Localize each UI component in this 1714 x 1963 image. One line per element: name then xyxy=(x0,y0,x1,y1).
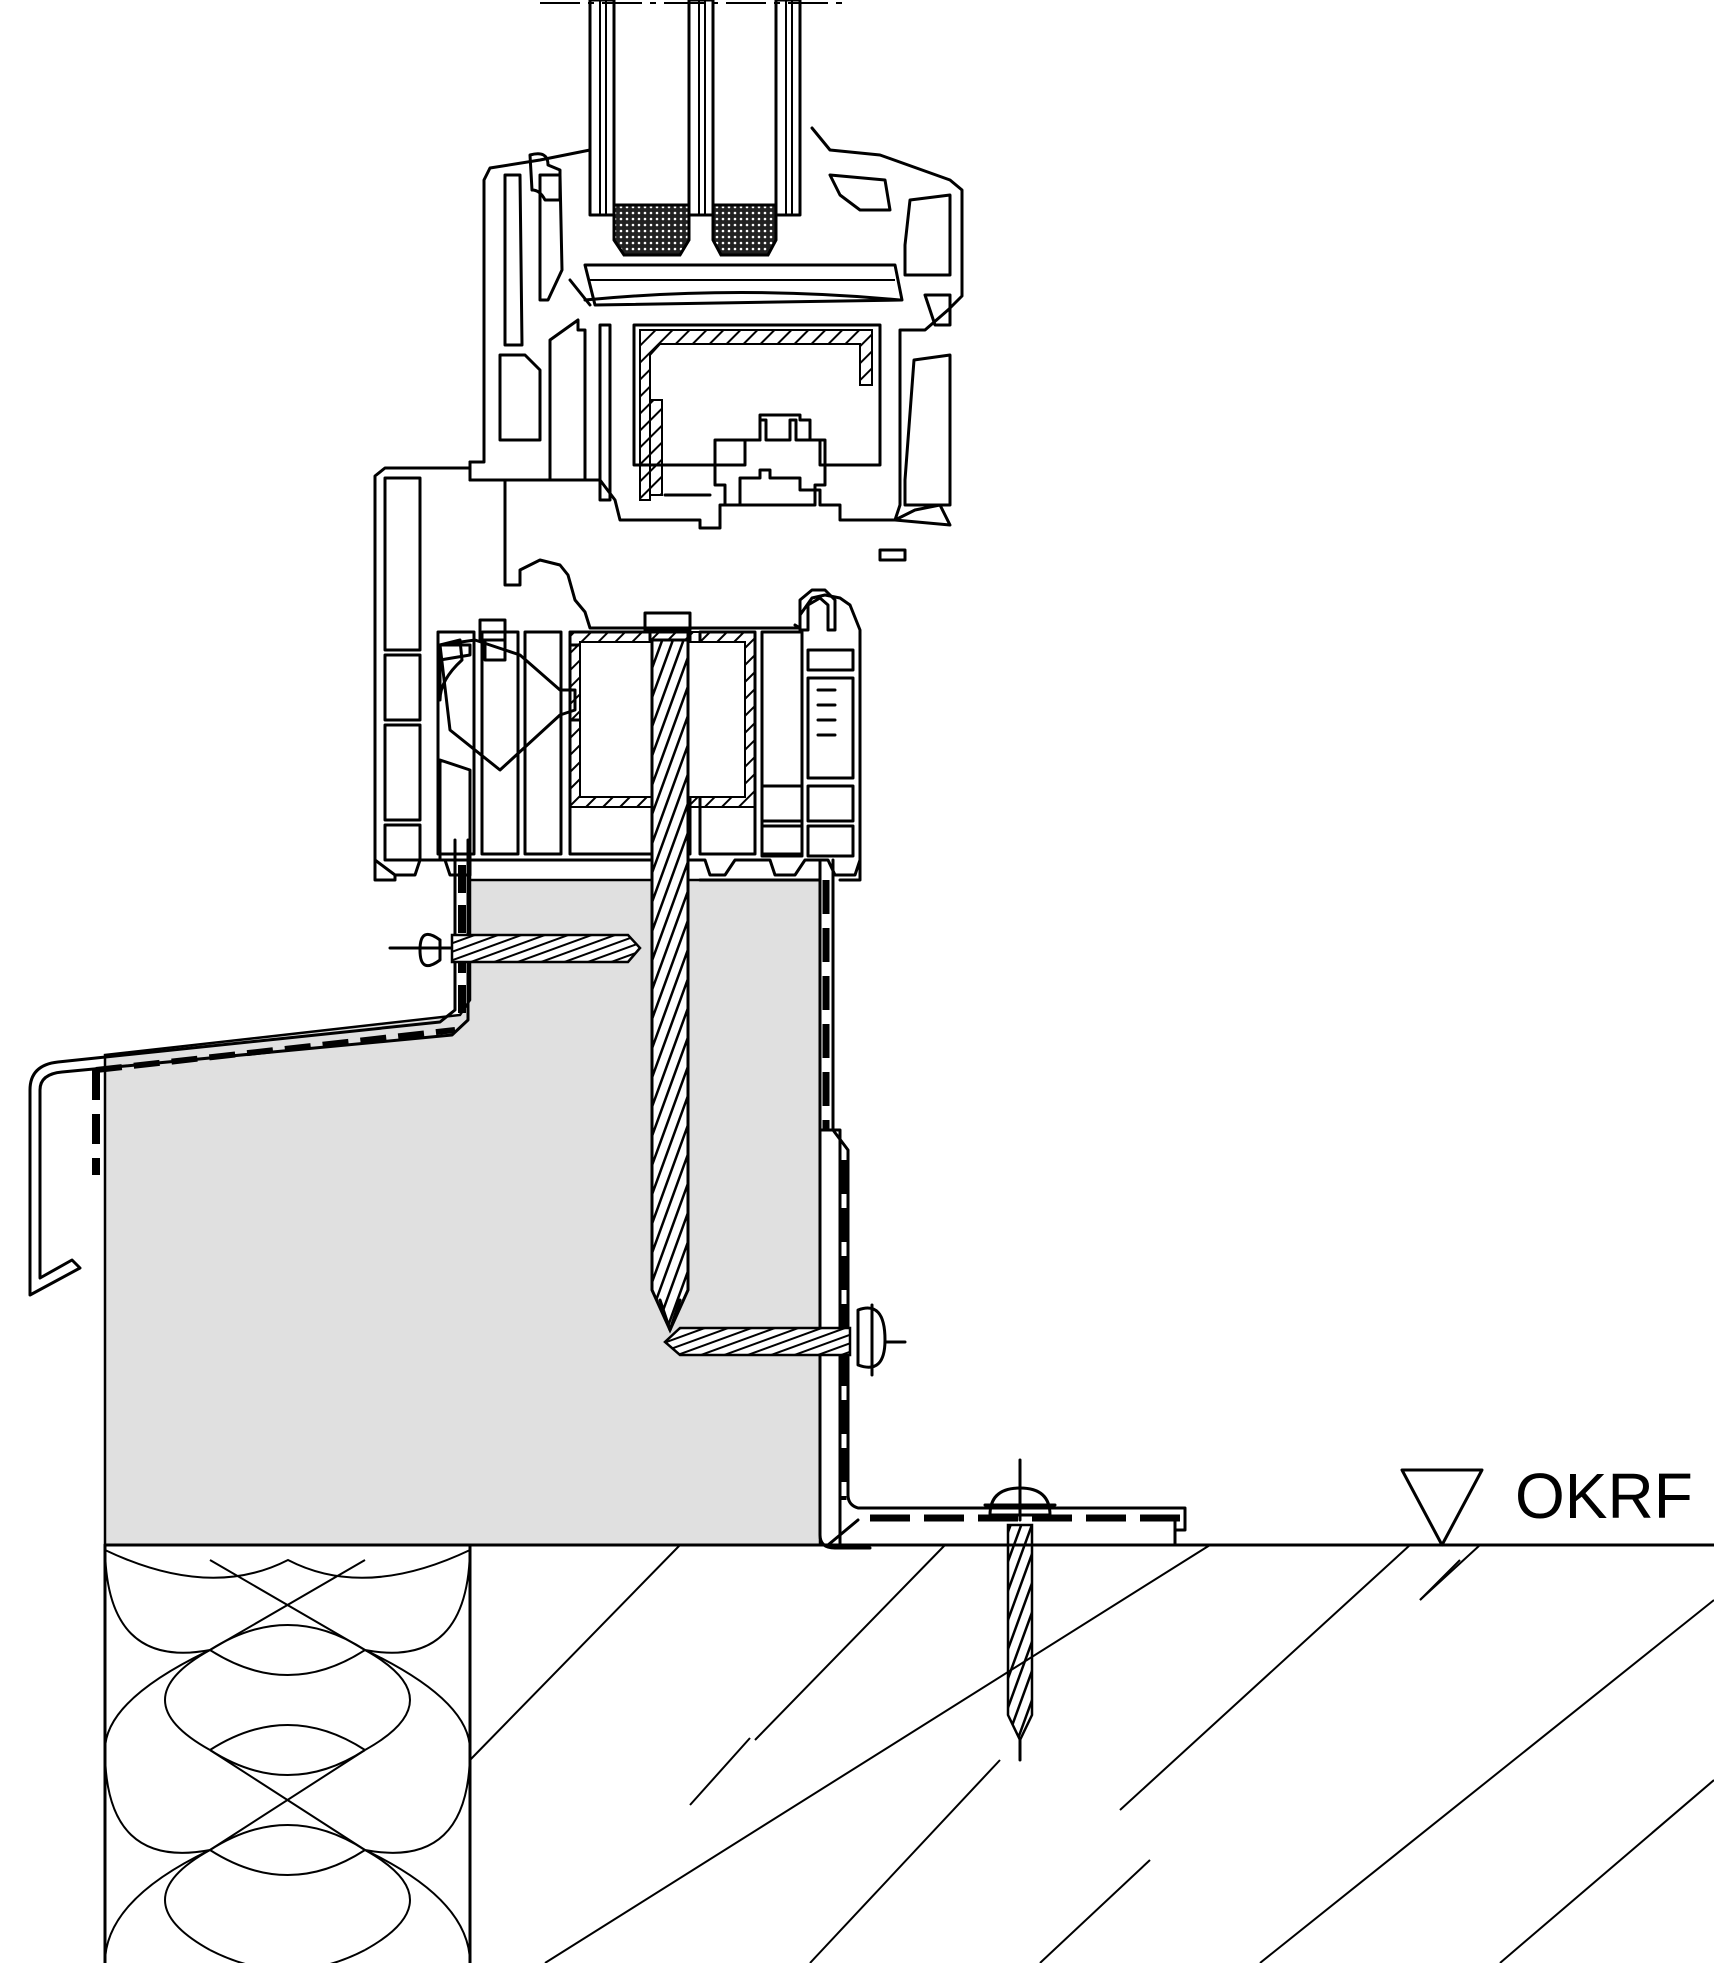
glazing-spacers xyxy=(612,203,778,257)
floor-hatching xyxy=(469,1544,1714,1963)
flashing-screw-right xyxy=(663,1303,907,1377)
sash-clip-detail xyxy=(713,418,952,562)
level-triangle-icon xyxy=(1400,1468,1484,1547)
flashing-screw-left xyxy=(388,932,642,968)
floor-screw xyxy=(983,1458,1057,1762)
frame-gasket xyxy=(793,588,837,632)
sash-reinforcement xyxy=(639,329,873,501)
frame-feet xyxy=(373,858,862,882)
right-flashing xyxy=(818,858,1187,1550)
glazing-panes xyxy=(540,0,850,217)
frame-anchor-screw xyxy=(643,611,692,1334)
glazing-bead-gasket xyxy=(568,263,904,307)
insulation-pattern xyxy=(103,1544,472,1963)
level-marker: OKRF xyxy=(1400,1460,1693,1547)
level-label: OKRF xyxy=(1515,1460,1693,1532)
floor-level-line xyxy=(103,1543,1714,1963)
